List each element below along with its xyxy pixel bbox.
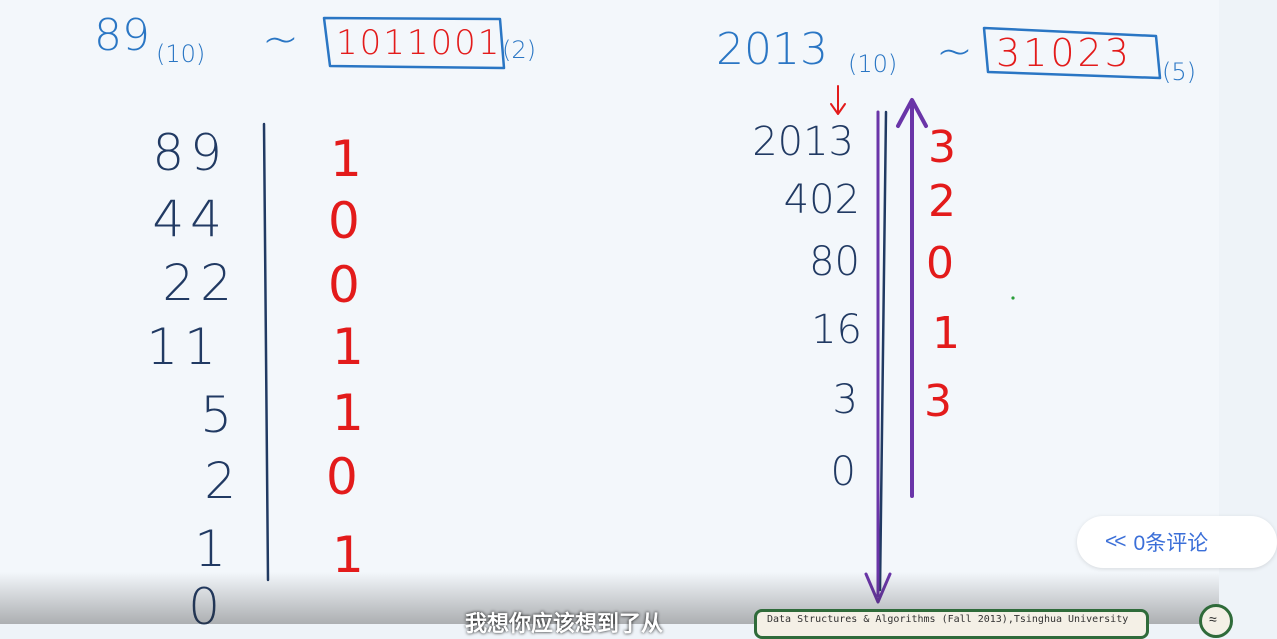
red-down-arrow	[830, 85, 846, 115]
purple-down-arrow	[864, 110, 892, 604]
left-divider	[262, 122, 270, 582]
corner-logo-icon: ≈	[1199, 604, 1233, 638]
right-remainder: 3	[924, 376, 952, 427]
video-subtitle: 我想你应该想到了从	[465, 612, 664, 637]
left-quotient: 2	[204, 452, 242, 510]
comments-button[interactable]: << 0条评论	[1077, 516, 1277, 568]
right-quotient: 16	[811, 307, 862, 353]
right-quotient: 0	[830, 449, 856, 495]
green-dot	[1011, 296, 1015, 300]
right-tilde: ~	[936, 26, 973, 77]
left-remainder: 1	[332, 318, 364, 376]
left-remainder: 1	[332, 526, 364, 584]
pen-strokes	[262, 16, 1162, 604]
right-remainder: 0	[926, 238, 954, 289]
right-quotient: 2013	[752, 119, 854, 165]
right-remainder: 3	[928, 122, 956, 173]
right-quotient: 402	[783, 177, 860, 223]
left-remainder: 0	[326, 448, 358, 506]
lecture-whiteboard: 89 (10) ~ 1011001 (2) 2013 (10) ~ 31023 …	[0, 10, 1277, 639]
left-decimal-number: 89	[94, 10, 150, 61]
left-base-from: (10)	[156, 40, 206, 68]
comments-count-label: 0条评论	[1133, 532, 1209, 555]
chevron-left-icon: <<	[1105, 530, 1126, 553]
left-remainder: 0	[328, 256, 360, 314]
right-divider	[878, 110, 888, 592]
right-quinary-result: 31023	[996, 31, 1132, 75]
left-quotient: 22	[162, 254, 238, 312]
left-quotient: 5	[200, 386, 238, 444]
left-quotient: 0	[116, 582, 226, 632]
left-quotient: 1	[194, 520, 232, 578]
right-remainder: 1	[932, 308, 960, 359]
left-result-box	[322, 16, 506, 70]
left-remainder: 1	[330, 130, 362, 188]
right-decimal-number: 2013	[716, 24, 828, 75]
right-quotient: 80	[809, 239, 860, 285]
right-remainder: 2	[928, 176, 956, 227]
right-base-to: (5)	[1162, 58, 1196, 86]
left-quotient: 89	[152, 124, 228, 182]
left-remainder: 1	[332, 384, 364, 442]
left-quotient: 11	[146, 318, 222, 376]
purple-up-arrow	[896, 98, 928, 498]
left-quotient: 44	[152, 190, 228, 248]
right-result-box	[982, 26, 1162, 80]
left-tilde: ~	[262, 14, 299, 65]
course-banner: Data Structures & Algorithms (Fall 2013)…	[754, 609, 1149, 639]
left-base-to: (2)	[502, 36, 536, 64]
right-base-from: (10)	[848, 50, 898, 78]
left-remainder: 0	[328, 192, 360, 250]
left-binary-result: 1011001	[336, 23, 502, 63]
right-quotient: 3	[832, 377, 858, 423]
